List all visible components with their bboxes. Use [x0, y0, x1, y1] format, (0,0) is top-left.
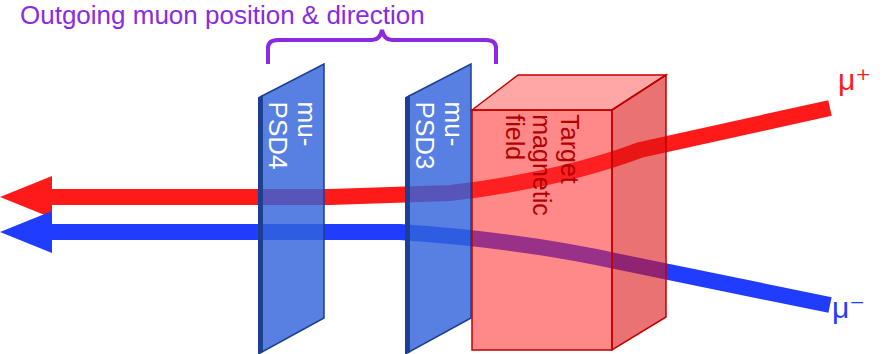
bracket — [268, 30, 496, 64]
outline-face — [258, 96, 262, 354]
outline-face — [405, 96, 409, 354]
particle-label: μ⁻ — [832, 290, 865, 325]
node-label: mu-PSD3 — [410, 102, 467, 136]
node-label: Target magnetic field — [501, 114, 584, 146]
outline-face — [409, 64, 471, 352]
arrow-head — [0, 176, 52, 218]
outline-face — [472, 110, 612, 350]
node-label: mu-PSD4 — [263, 102, 320, 136]
outline-face — [612, 75, 666, 350]
bracket-label: Outgoing muon position & direction — [20, 0, 425, 31]
detector-panel: mu-PSD3 — [405, 60, 477, 354]
target-box: Target magnetic field — [470, 72, 670, 352]
outline-face — [262, 64, 324, 352]
detector-panel: mu-PSD4 — [258, 60, 330, 354]
arrow-head — [0, 211, 52, 253]
particle-label: μ⁺ — [838, 62, 871, 97]
